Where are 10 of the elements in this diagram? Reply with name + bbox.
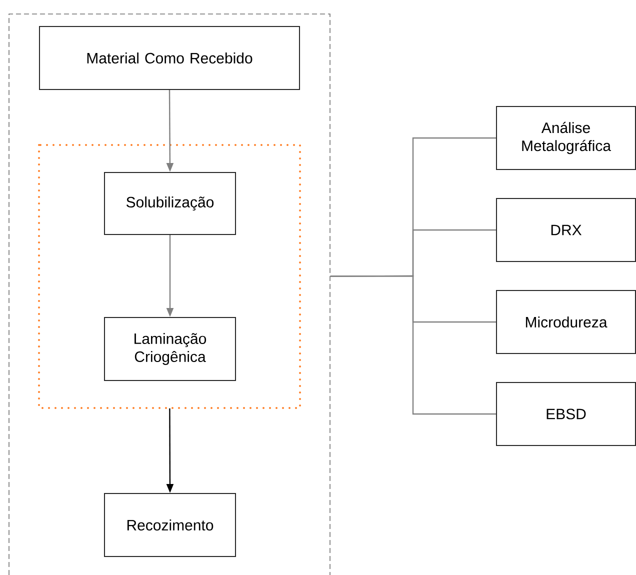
process-box: Laminação Criogênica (104, 317, 236, 381)
process-box: Análise Metalográfica (496, 106, 636, 170)
group-frame (38, 144, 301, 409)
process-box: Recozimento (104, 493, 236, 557)
process-box: Material Como Recebido (39, 26, 300, 90)
process-box: DRX (496, 198, 636, 262)
process-box: EBSD (496, 382, 636, 446)
group-frame (8, 14, 330, 575)
process-box: Solubilização (104, 172, 236, 235)
process-box: Microdureza (496, 290, 636, 354)
